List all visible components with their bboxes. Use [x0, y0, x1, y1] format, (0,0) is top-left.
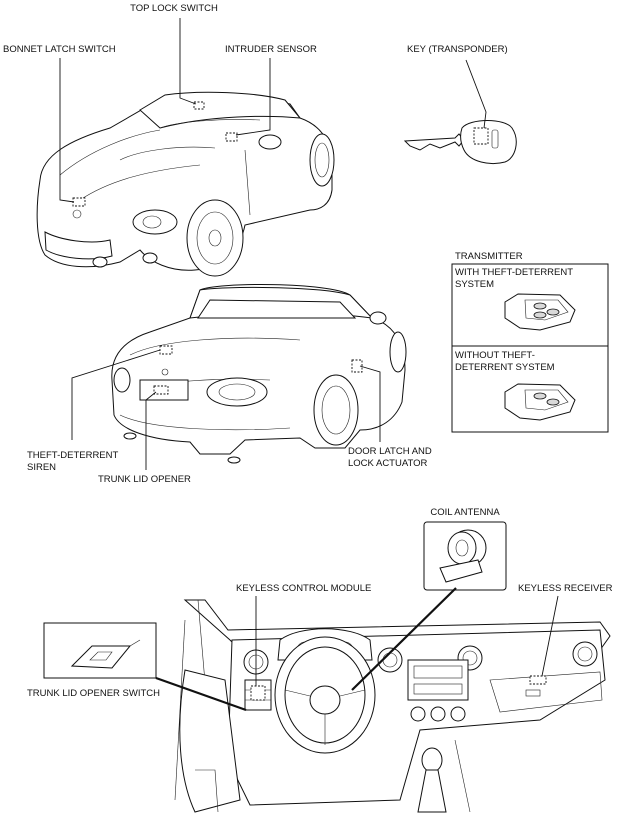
coil-antenna-box: [423, 521, 507, 591]
trunk-lid-opener-marker: [153, 385, 169, 395]
transponder-key-icon: [403, 120, 517, 164]
transponder-chip-marker: [473, 127, 489, 145]
label-without-theft-line2: DETERRENT SYSTEM: [455, 362, 555, 373]
bonnet-latch-switch-marker: [72, 197, 86, 207]
leader-lines: [59, 18, 559, 712]
label-key-transponder: KEY (TRANSPONDER): [407, 44, 508, 55]
label-coil-antenna: COIL ANTENNA: [430, 507, 500, 518]
front-car-illustration: [36, 91, 335, 277]
label-trunk-lid-opener-switch: TRUNK LID OPENER SWITCH: [27, 688, 160, 699]
label-with-theft-line2: SYSTEM: [455, 279, 494, 290]
trunk-opener-switch-icon: [70, 639, 141, 669]
top-lock-switch-marker: [193, 101, 205, 110]
label-top-lock-switch: TOP LOCK SWITCH: [130, 3, 218, 14]
door-latch-marker: [351, 359, 363, 373]
labels: TOP LOCK SWITCH BONNET LATCH SWITCH INTR…: [3, 3, 613, 699]
transmitter-box: [451, 263, 609, 433]
theft-siren-marker: [159, 345, 173, 355]
label-intruder-sensor: INTRUDER SENSOR: [225, 44, 317, 55]
coil-antenna-ring-icon: [439, 529, 487, 583]
label-keyless-control-module: KEYLESS CONTROL MODULE: [236, 583, 371, 594]
label-theft-siren-line2: SIREN: [27, 462, 56, 473]
remote-key-fob-icon: [504, 293, 576, 331]
label-keyless-receiver: KEYLESS RECEIVER: [518, 583, 613, 594]
label-door-latch-line2: LOCK ACTUATOR: [348, 458, 427, 469]
label-theft-siren-line1: THEFT-DETERRENT: [27, 450, 119, 461]
remote-key-fob-icon-no-theft: [504, 383, 576, 421]
label-bonnet-latch-switch: BONNET LATCH SWITCH: [3, 44, 116, 55]
label-with-theft-line1: WITH THEFT-DETERRENT: [455, 267, 573, 278]
trunk-lid-opener-switch-box: [43, 622, 157, 679]
rear-car-illustration: [111, 284, 407, 464]
intruder-sensor-marker: [225, 132, 238, 142]
label-trunk-lid-opener: TRUNK LID OPENER: [98, 474, 191, 485]
label-door-latch-line1: DOOR LATCH AND: [348, 446, 432, 457]
keyless-control-module-marker: [250, 685, 266, 701]
label-transmitter: TRANSMITTER: [455, 251, 523, 262]
dashboard-interior-illustration: [174, 599, 611, 813]
keyless-receiver-marker: [529, 675, 547, 685]
label-without-theft-line1: WITHOUT THEFT-: [455, 350, 535, 361]
